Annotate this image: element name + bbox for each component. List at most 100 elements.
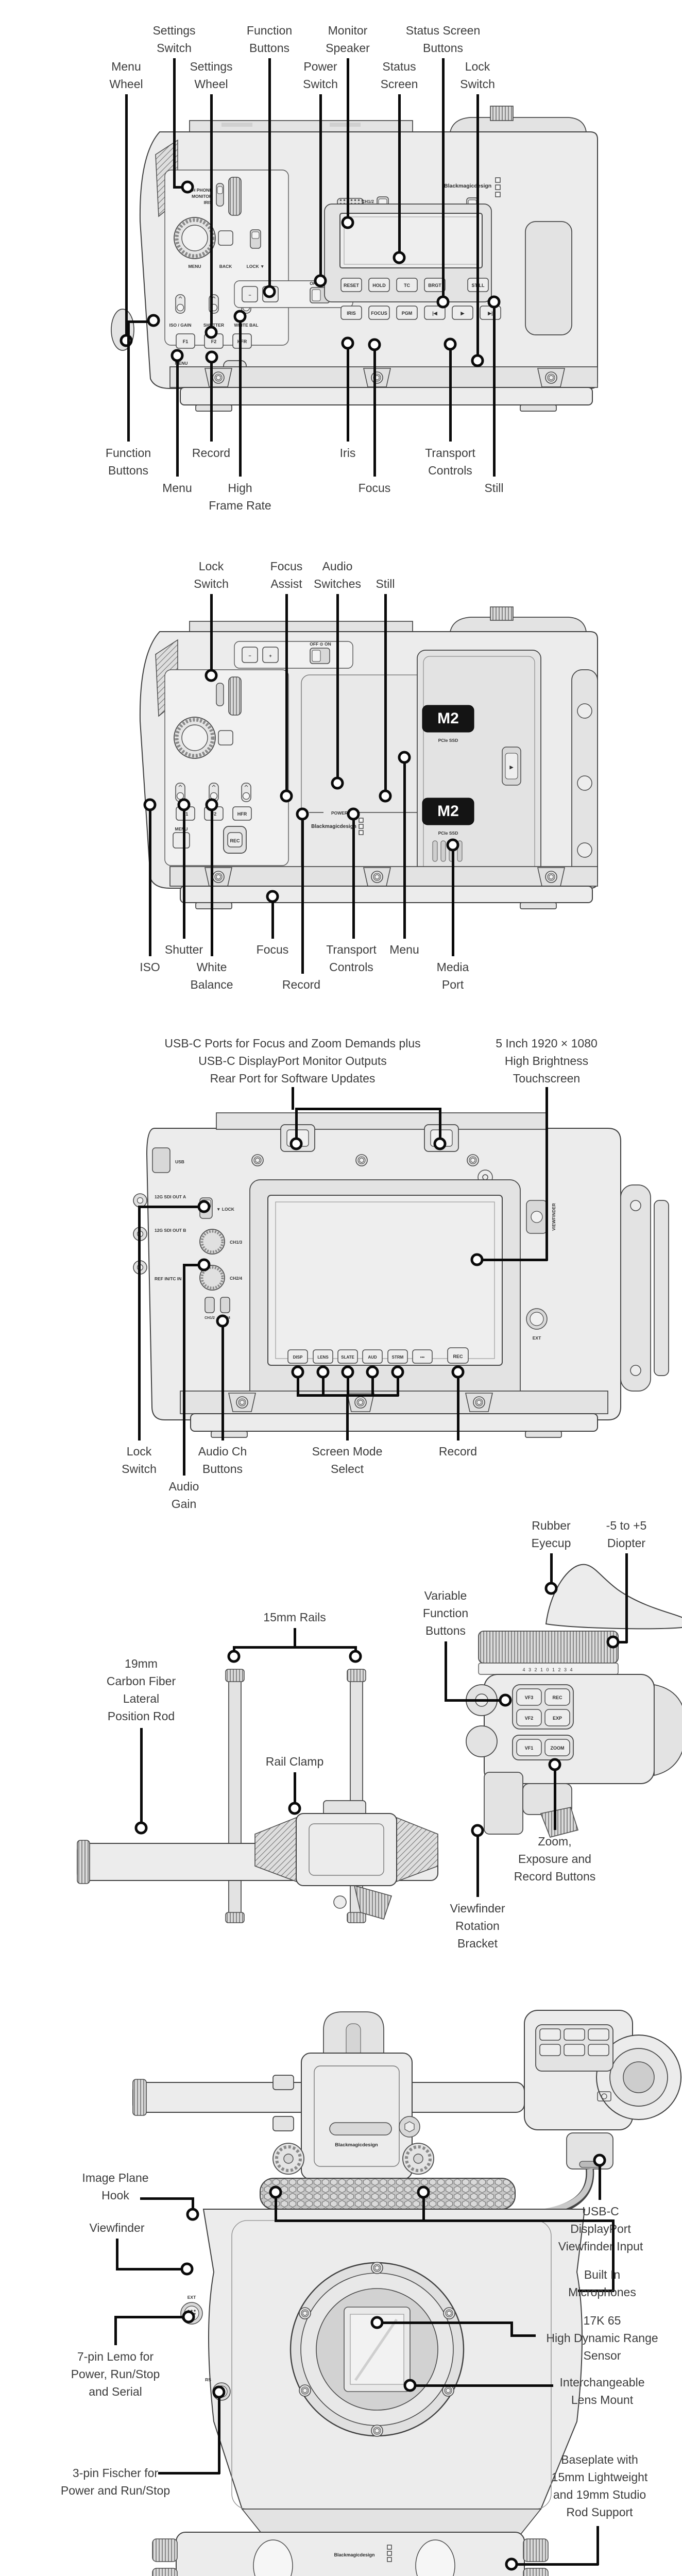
cam-text-menu-btn: MENU [175,361,187,366]
diopter-scale: 4 3 2 1 0 1 2 3 4 [522,1667,573,1672]
cam-text-ref-tc: REF IN/TC IN [155,1276,181,1281]
leader-line-menu-wheel [125,94,128,338]
callout-ring-baseplate [505,2557,518,2571]
label-lens-mount: Interchangeable Lens Mount [559,2376,645,2406]
svg-text:CH1/2: CH1/2 [204,1316,215,1320]
leader-line-iris [346,345,349,442]
label-monitor-speaker: Monitor Speaker [326,24,370,55]
callout-ring-rail-clamp [288,1802,301,1815]
leader-line-sensor-17k [510,2321,513,2336]
camera-illustration-side-controls: H PHONE MONITOR IRIS MENU BACK LOCK ▼ IS… [111,106,598,412]
svg-text:IRIS: IRIS [347,311,356,316]
callout-ring-audio-ch-buttons [216,1314,229,1328]
cam-text-iris-sm: IRIS [203,200,212,205]
callout-ring-settings-wheel [204,326,218,339]
callout-ring-fischer-3pin [212,2385,226,2399]
leader-line-media-port [451,847,454,956]
leader-line-sensor-17k [510,2334,536,2337]
cam-text-monitor: MONITOR [192,194,212,199]
leader-line-lemo-7pin [114,2315,185,2318]
cam-text-back: BACK [219,264,232,269]
svg-text:STRM: STRM [392,1355,404,1360]
callout-ring-built-in-mics [417,2185,430,2199]
leader-line-audio-switches [336,594,339,781]
svg-text:+: + [269,653,271,658]
leader-line-built-in-mics [275,2219,614,2222]
label-lock-switch: Lock Switch [460,60,495,91]
leader-line-image-plane-hook [140,2197,194,2200]
callout-ring-media-port [446,838,459,852]
callout-ring-usb-c-ports [289,1137,303,1150]
svg-text:▶: ▶ [509,765,514,770]
label-white-balance: White Balance [190,960,233,991]
svg-text:F2: F2 [211,811,217,817]
svg-text:−: − [248,293,251,298]
leader-line-iso [148,807,151,956]
cam-text-ext-rear: EXT [533,1335,541,1341]
leader-line-transport-controls [449,346,452,442]
leader-line-lock-switch-3 [138,1206,141,1440]
callout-ring-white-balance [205,798,218,811]
cam-text-sdi-b: 12G SDI OUT B [155,1228,186,1233]
callout-ring-function-buttons-bottom [147,314,160,327]
label-built-in-mics: Built In Microphones [568,2268,636,2299]
callout-ring-function-buttons-top [263,285,276,298]
label-screen-mode-select: Screen Mode Select [312,1445,383,1476]
callout-ring-rod-19mm [134,1821,148,1835]
callout-ring-status-screen-buttons [436,295,450,309]
label-lemo-7pin: 7-pin Lemo for Power, Run/Stop and Seria… [71,2350,160,2398]
leader-line-built-in-mics [611,2219,615,2292]
pcie-label-1: PCIe SSD [438,738,458,743]
label-focus-2: Focus [256,943,289,956]
headphone-monitor-iris-switch: H PHONE MONITOR IRIS [192,183,224,207]
cam-text-power: POWER [331,810,348,816]
callout-ring-sensor-17k [370,2316,384,2329]
label-zoom-exposure-record: Zoom, Exposure and Record Buttons [514,1835,596,1883]
leader-line-menu [176,358,179,477]
callout-ring-focus-assist [280,789,293,803]
label-record-3: Record [438,1445,478,1458]
pcie-label-2: PCIe SSD [438,831,458,836]
brand-text: Blackmagicdesign [444,183,491,189]
label-focus-assist: Focus Assist [270,560,303,590]
leader-line-zoom-exposure-record [553,1767,556,1830]
callout-ring-menu-wheel [120,334,133,347]
callout-ring-audio-switches [331,776,344,790]
leader-line-fischer-3pin [217,2394,220,2474]
callout-ring-viewfinder-label [180,2262,194,2276]
svg-text:AUD: AUD [368,1355,377,1360]
label-menu: Menu [162,481,192,495]
leader-line-rod-19mm [140,1728,143,1826]
callout-ring-iso [143,798,157,811]
svg-text:ZOOM: ZOOM [551,1745,565,1751]
svg-text:REC: REC [453,1354,463,1359]
leader-line-baseplate [514,2563,599,2566]
cam-text-shutter-sm: SHUTTER [203,323,224,328]
label-viewfinder-rotation: Viewfinder Rotation Bracket [450,1902,505,1950]
baseplate-front: Blackmagicdesign [152,2532,549,2576]
leader-line-focus-assist [285,594,288,794]
svg-text:RESET: RESET [344,283,360,288]
svg-text:PGM: PGM [402,311,413,316]
leader-line-audio-gain [182,1264,185,1476]
label-diopter: -5 to +5 Diopter [606,1519,647,1550]
callout-ring-zoom-exposure-record [548,1758,561,1771]
label-rail-clamp: Rail Clamp [265,1755,324,1768]
svg-text:F2: F2 [211,339,217,344]
leader-line-rail-clamp [293,1772,296,1806]
callout-ring-focus-2 [266,890,279,903]
svg-text:▶: ▶ [461,311,465,316]
callout-ring-rails-15mm [227,1650,241,1663]
svg-text:EXP: EXP [553,1716,562,1721]
cam-text-vf-port: VIEWFINDER [551,1203,556,1230]
leader-line-built-in-mics [578,2289,614,2292]
callout-ring-touchscreen-5in [470,1253,484,1266]
leader-line-usb-c-vf-input [598,2162,601,2200]
svg-text:EXT: EXT [187,2295,196,2300]
leader-line-power-switch [319,94,322,279]
label-lock-switch-3: Lock Switch [122,1445,157,1476]
callout-ring-high-frame-rate [233,310,247,323]
svg-text:MENU: MENU [175,826,187,832]
label-fischer-3pin: 3-pin Fischer for Power and Run/Stop [60,2466,170,2497]
